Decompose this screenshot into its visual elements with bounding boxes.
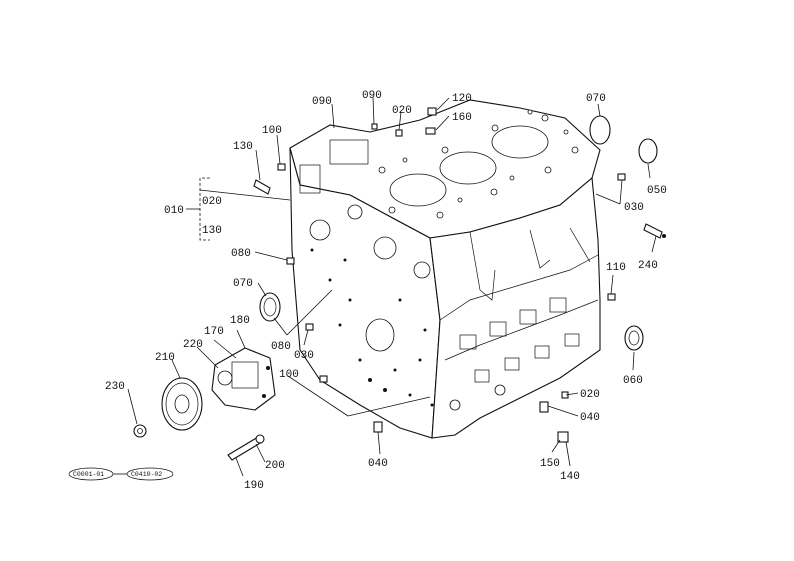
front-face-bolt-dots [310, 248, 434, 407]
front-bore-lower [365, 318, 395, 352]
leader-lines [127, 97, 657, 477]
label-020-right: 020 [580, 389, 600, 401]
label-160: 160 [452, 112, 472, 124]
label-080-left: 080 [231, 248, 251, 260]
front-oil-seal [259, 292, 281, 322]
label-090-second: 090 [362, 90, 382, 102]
front-plate-window [329, 139, 369, 165]
ref-code-right-frame [126, 467, 174, 481]
label-040-bottom: 040 [368, 458, 388, 470]
label-240: 240 [638, 260, 658, 272]
reference-codes: C0001-01 C0410-02 [68, 467, 174, 481]
part-labels: 090 090 020 120 160 100 130 010 020 130 … [105, 90, 667, 492]
front-plate-cutout [299, 164, 321, 194]
ref-code-left: C0001-01 [73, 471, 104, 478]
label-090-top: 090 [312, 96, 332, 108]
deck-bolt-holes [378, 109, 579, 219]
idle-gear-teeth-ring [165, 382, 199, 426]
ref-code-right: C0410-02 [131, 471, 162, 478]
label-010: 010 [164, 205, 184, 217]
pump-cover [231, 361, 259, 389]
label-050: 050 [647, 185, 667, 197]
idle-gear-hub [174, 394, 190, 414]
label-230: 230 [105, 381, 125, 393]
top-cap-plug [589, 115, 611, 145]
label-020-bracket: 020 [202, 196, 222, 208]
label-140: 140 [560, 471, 580, 483]
camshaft-bore [413, 261, 431, 279]
cylinder-bore-1 [389, 173, 447, 207]
side-face-ports [439, 227, 599, 411]
label-070-left: 070 [233, 278, 253, 290]
label-020-top: 020 [392, 105, 412, 117]
label-030-right: 030 [624, 202, 644, 214]
block-side-face [429, 176, 601, 439]
side-cap-plug [638, 138, 658, 164]
label-110: 110 [606, 262, 626, 274]
cylinder-block [289, 99, 601, 439]
label-080-mid: 080 [271, 341, 291, 353]
pump-bolt [227, 434, 265, 461]
label-210: 210 [155, 352, 175, 364]
sender-unit [643, 223, 666, 239]
label-070-top: 070 [586, 93, 606, 105]
pump-shaft-bore [217, 370, 233, 386]
rear-oil-seal [624, 325, 644, 351]
label-030-mid: 030 [294, 350, 314, 362]
oil-pump-assembly [211, 347, 276, 411]
label-100-pump: 100 [279, 369, 299, 381]
label-120: 120 [452, 93, 472, 105]
pump-housing [211, 347, 276, 411]
idle-gear [161, 377, 203, 431]
cylinder-bore-2 [439, 151, 497, 185]
label-190: 190 [244, 480, 264, 492]
cylinder-bore-3 [491, 125, 549, 159]
stud-pin [253, 179, 271, 195]
label-150: 150 [540, 458, 560, 470]
small-plugs [277, 107, 626, 443]
front-bore-mid [373, 236, 397, 260]
label-220: 220 [183, 339, 203, 351]
gear-nut [133, 424, 147, 438]
front-bore-upper [309, 219, 331, 241]
label-180: 180 [230, 315, 250, 327]
label-100-top: 100 [262, 125, 282, 137]
label-060: 060 [623, 375, 643, 387]
front-small-bore [347, 204, 363, 220]
label-040-right: 040 [580, 412, 600, 424]
label-130-bracket: 130 [202, 225, 222, 237]
label-130-top: 130 [233, 141, 253, 153]
label-170: 170 [204, 326, 224, 338]
label-200: 200 [265, 460, 285, 472]
block-front-face [289, 147, 441, 439]
